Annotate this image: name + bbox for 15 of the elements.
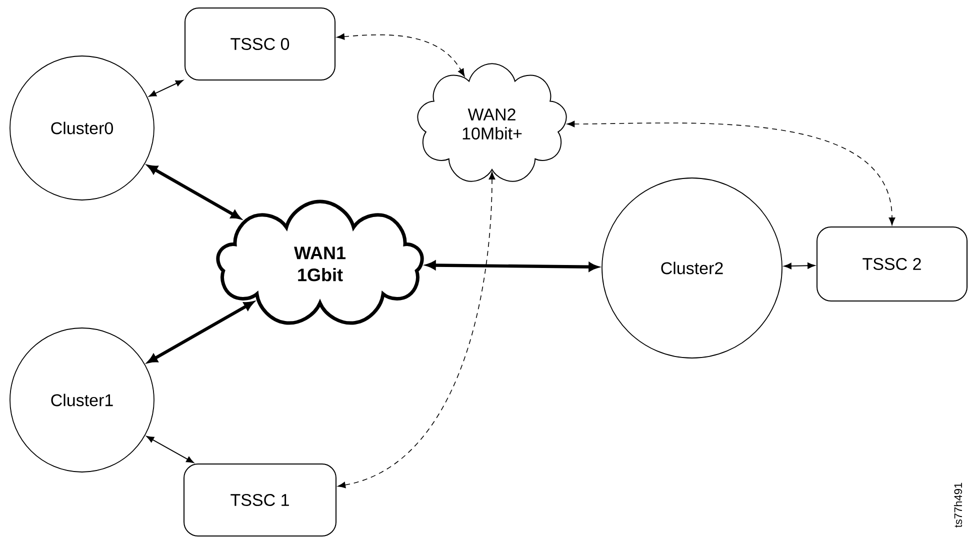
connector-line [566,120,896,226]
network-cloud: WAN1 1Gbit [216,200,424,325]
terminal-box: TSSC 0 [184,8,336,80]
connector-line [336,33,465,77]
terminal-box: TSSC 1 [184,464,336,536]
arrow [426,260,598,272]
arrow [148,165,241,220]
figure-id: ts77h491 [954,482,962,528]
arrow [784,262,816,270]
terminal-box: TSSC 2 [816,226,968,302]
network-cloud: WAN2 10Mbit+ [417,63,567,182]
arrow [148,80,184,97]
arrow [146,436,194,464]
arrow [148,301,254,363]
connector-line [338,172,496,488]
